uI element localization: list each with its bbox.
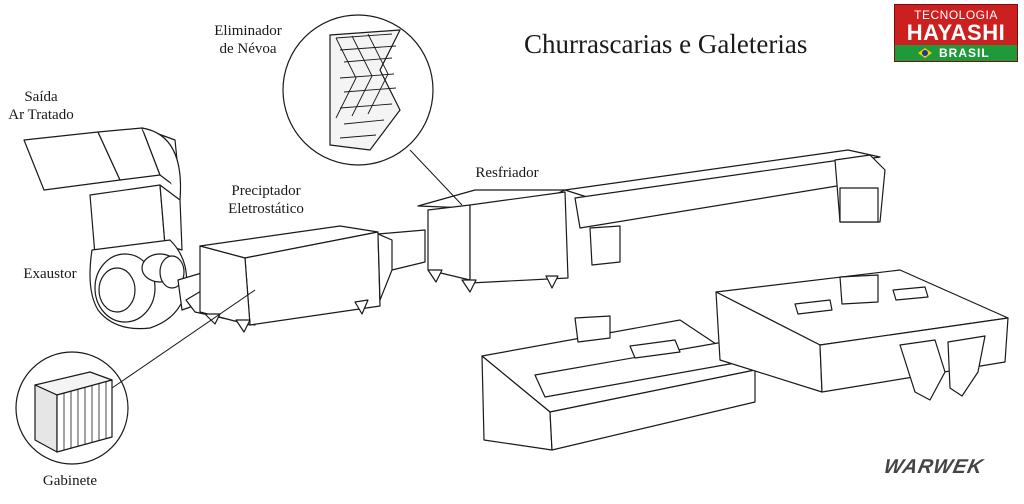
- label-precipitador: Preciptador Eletrostático: [210, 182, 322, 218]
- cabinet-inset: [15, 351, 129, 465]
- electrostatic-precipitator: [185, 225, 381, 333]
- label-saida-line1: Saída: [24, 89, 58, 105]
- hood-back: [715, 269, 1009, 401]
- ceiling-duct: [564, 149, 886, 266]
- signature-text: WARWEK: [881, 456, 986, 478]
- label-precipitador-line2: Eletrostático: [228, 201, 304, 217]
- hayashi-logo: TECNOLOGIA HAYASHI BRASIL: [894, 4, 1018, 62]
- label-gabinete-text: Gabinete: [42, 473, 98, 489]
- logo-line3: BRASIL: [939, 46, 990, 60]
- label-resfriador: Resfriador: [462, 164, 552, 182]
- outlet-duct: [23, 127, 183, 256]
- logo-line2: HAYASHI: [906, 20, 1006, 45]
- logo-line1: TECNOLOGIA: [914, 8, 998, 22]
- brazil-flag-icon: [915, 47, 935, 59]
- page-title: Churrascarias e Galeterias: [524, 29, 808, 59]
- label-gabinete: Gabinete: [30, 472, 110, 490]
- leader-lines: [111, 149, 463, 389]
- label-exaustor-text: Exaustor: [23, 266, 77, 282]
- label-eliminador-line1: Eliminador: [214, 23, 282, 39]
- label-precipitador-line1: Preciptador: [231, 183, 301, 199]
- exhaust-fan: [89, 239, 211, 330]
- label-eliminador-line2: de Névoa: [219, 41, 277, 57]
- label-eliminador: Eliminador de Névoa: [198, 22, 298, 58]
- label-resfriador-text: Resfriador: [475, 165, 539, 181]
- hood-front: [481, 315, 756, 451]
- transition-duct: [377, 229, 426, 301]
- label-saida: Saída Ar Tratado: [6, 88, 76, 124]
- label-saida-line2: Ar Tratado: [8, 107, 74, 123]
- label-exaustor: Exaustor: [10, 265, 90, 283]
- cooler: [417, 189, 569, 293]
- mist-eliminator-inset: [282, 14, 434, 166]
